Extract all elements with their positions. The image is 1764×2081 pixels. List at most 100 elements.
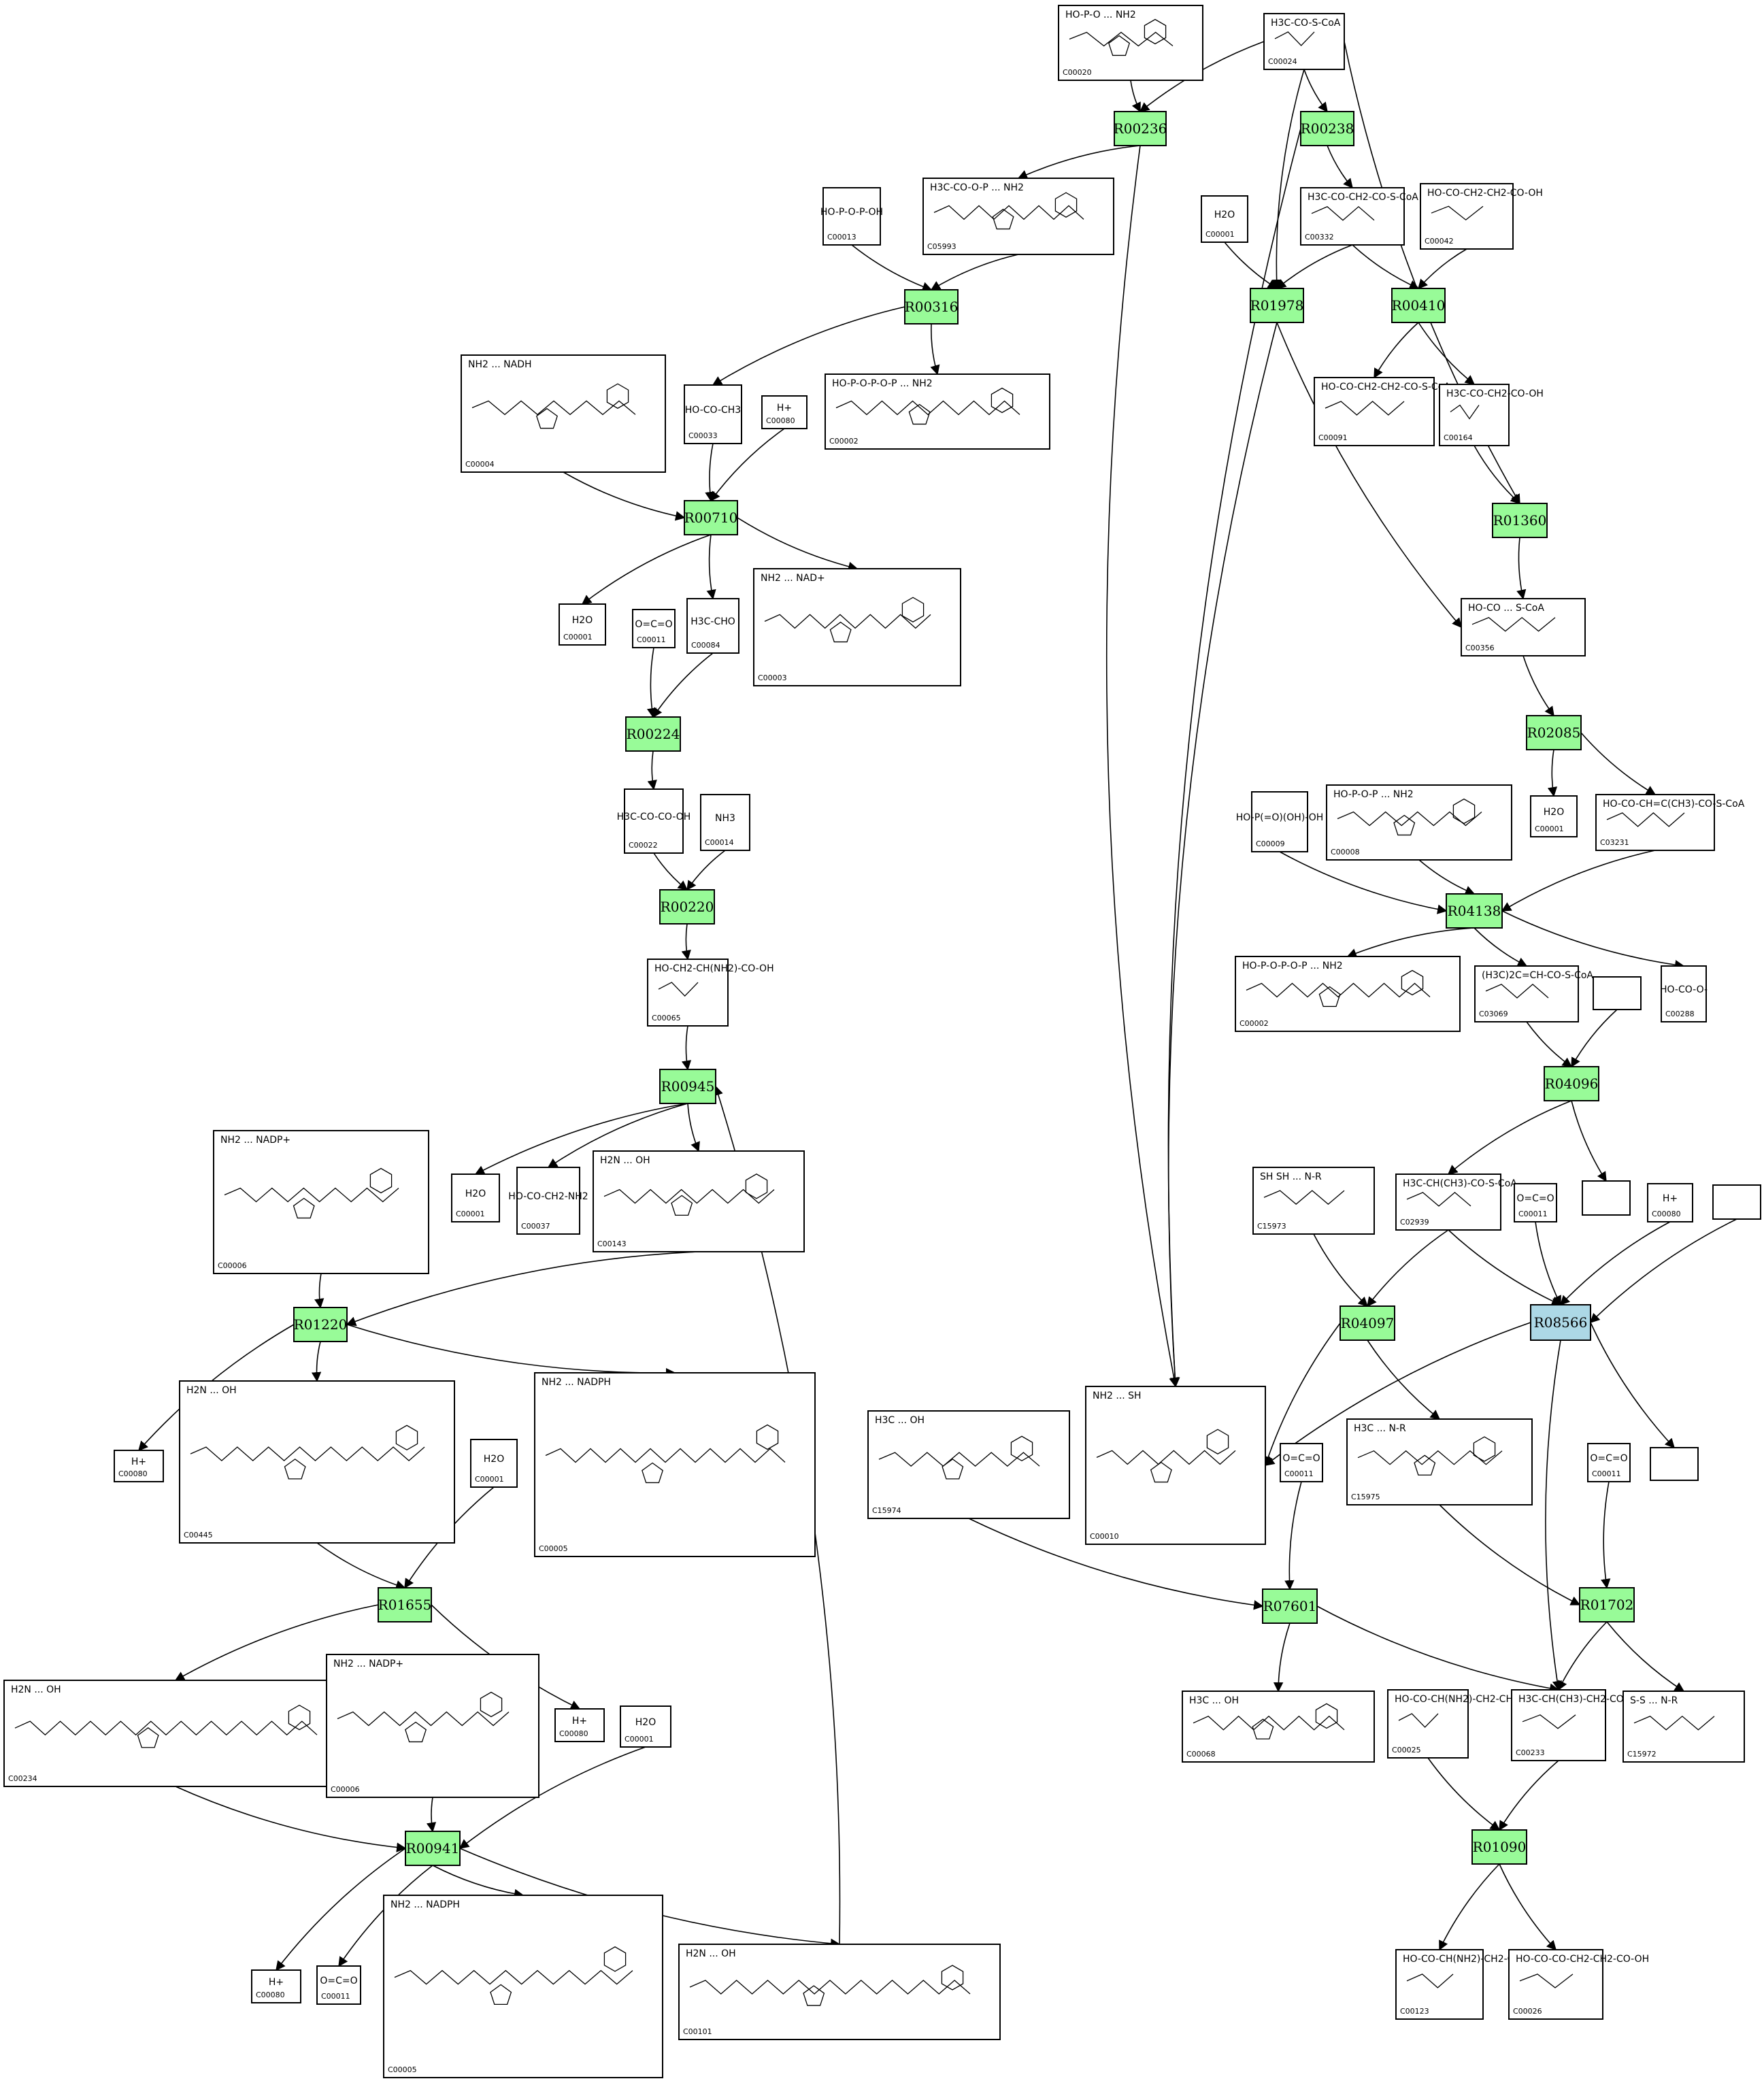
reaction-edge bbox=[712, 306, 905, 386]
compound-id-label: C00002 bbox=[1239, 1019, 1269, 1028]
reaction-node[interactable]: R00236 bbox=[1114, 111, 1167, 146]
compound-node[interactable]: C03069(H3C)2C=CH-CO-S-CoA bbox=[1474, 965, 1593, 1022]
compound-node[interactable]: C00084 H3C-CHO bbox=[686, 598, 739, 654]
reaction-node[interactable]: R01655 bbox=[378, 1587, 432, 1622]
reaction-node[interactable]: R01360 bbox=[1492, 503, 1548, 538]
reaction-node[interactable]: R00410 bbox=[1391, 288, 1446, 323]
compound-formula: H3C-CO-CH2-CO-S-CoA bbox=[1308, 192, 1418, 203]
reaction-node[interactable]: R04096 bbox=[1544, 1066, 1599, 1101]
reaction-node[interactable]: R08566 bbox=[1530, 1304, 1591, 1341]
reaction-node[interactable]: R01702 bbox=[1579, 1587, 1635, 1622]
compound-node[interactable] bbox=[1712, 1184, 1761, 1220]
molecule-structure-glyph: HO-CO-CO-CH2-CH2-CO-OH bbox=[1516, 1954, 1649, 1988]
reaction-node[interactable]: R00945 bbox=[659, 1069, 716, 1104]
reaction-node[interactable]: R02085 bbox=[1526, 715, 1582, 750]
compound-formula: H3C-CO-CO-OH bbox=[617, 812, 691, 822]
reaction-node[interactable]: R01090 bbox=[1471, 1829, 1527, 1865]
reaction-edge bbox=[547, 1103, 688, 1168]
compound-node[interactable] bbox=[1593, 976, 1642, 1010]
reaction-node[interactable]: R00224 bbox=[625, 716, 681, 752]
reaction-node[interactable]: R00238 bbox=[1300, 111, 1354, 146]
reaction-node[interactable]: R01220 bbox=[293, 1307, 348, 1342]
reaction-node[interactable]: R04138 bbox=[1446, 893, 1503, 929]
compound-formula: O=C=O bbox=[635, 619, 672, 630]
compound-node[interactable] bbox=[1650, 1447, 1699, 1481]
molecule-structure-glyph: H3C-CHO bbox=[690, 616, 735, 627]
compound-node[interactable]: C00011 O=C=O bbox=[632, 609, 676, 648]
reaction-node[interactable]: R01978 bbox=[1250, 288, 1304, 323]
reaction-node[interactable]: R00316 bbox=[904, 289, 959, 324]
reaction-node[interactable]: R00220 bbox=[659, 889, 715, 925]
reaction-box bbox=[405, 1831, 461, 1866]
compound-id-label: C00033 bbox=[688, 431, 718, 440]
compound-id-label: C00005 bbox=[388, 2065, 417, 2074]
compound-formula: H2O bbox=[1544, 807, 1564, 818]
compound-id-label: C00084 bbox=[691, 641, 720, 650]
reaction-node[interactable]: R00710 bbox=[684, 500, 738, 535]
reaction-edge bbox=[686, 850, 726, 891]
reaction-node[interactable]: R07601 bbox=[1262, 1588, 1318, 1624]
compound-id-label: C03069 bbox=[1479, 1010, 1508, 1018]
compound-id-label: C00011 bbox=[637, 635, 666, 644]
reaction-edge bbox=[1590, 1322, 1675, 1449]
reaction-node[interactable]: R00941 bbox=[405, 1831, 461, 1866]
reaction-node[interactable]: R04097 bbox=[1339, 1305, 1395, 1341]
compound-node[interactable] bbox=[1582, 1180, 1631, 1216]
compound-formula: HO-CO-CH2-CH2-CO-OH bbox=[1427, 188, 1543, 199]
